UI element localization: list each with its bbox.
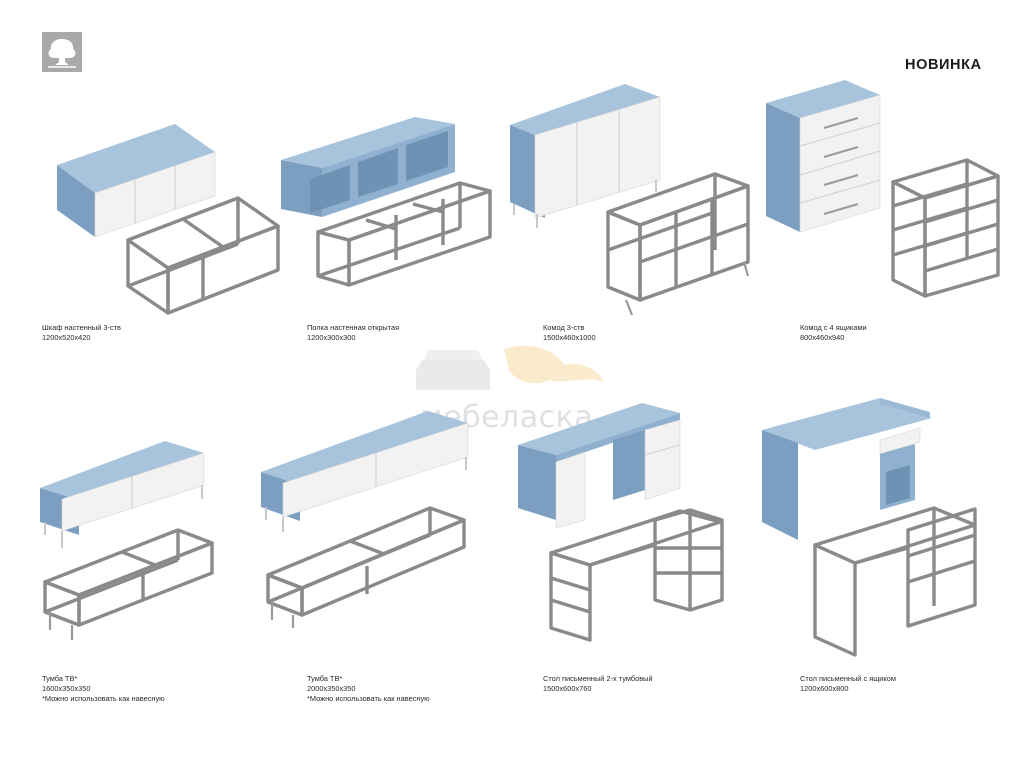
new-badge: НОВИНКА bbox=[905, 57, 982, 73]
tree-icon bbox=[48, 39, 76, 68]
brand-logo bbox=[42, 32, 82, 72]
product-caption: Комод 3-ств 1500х460х1000 bbox=[543, 323, 773, 343]
product-caption: Полка настенная открытая 1200х300х300 bbox=[307, 323, 537, 343]
watermark-logo bbox=[414, 330, 624, 440]
product-name: Тумба ТВ* bbox=[42, 674, 78, 683]
product-size: 1500х600х760 bbox=[543, 684, 592, 693]
product-name: Стол письменный 2-х тумбовый bbox=[543, 674, 653, 683]
item-chest-drawers-frame bbox=[891, 158, 1000, 298]
item-tv-stand-2000-frame bbox=[266, 506, 466, 628]
product-note: *Можно использовать как навесную bbox=[42, 694, 165, 703]
product-size: 1200х520х420 bbox=[42, 333, 91, 342]
product-size: 800х460х940 bbox=[800, 333, 845, 342]
item-open-shelf-frame bbox=[316, 181, 492, 287]
product-caption: Комод с 4 ящиками 800х460х940 bbox=[800, 323, 1024, 343]
item-desk-drawer-frame bbox=[813, 506, 977, 657]
item-open-shelf-render bbox=[281, 117, 455, 217]
item-tv-stand-1600-frame bbox=[43, 528, 214, 640]
product-caption: Шкаф настенный 3-ств 1200х520х420 bbox=[42, 323, 272, 343]
item-chest-3door-render bbox=[510, 84, 661, 228]
product-note: *Можно использовать как навесную bbox=[307, 694, 430, 703]
product-size: 1600х350х350 bbox=[42, 684, 91, 693]
product-name: Полка настенная открытая bbox=[307, 323, 400, 332]
product-name: Комод 3-ств bbox=[543, 323, 585, 332]
item-desk-2ped-render bbox=[518, 403, 681, 529]
product-caption: Стол письменный с ящиком 1200х600х800 bbox=[800, 674, 1024, 694]
item-chest-drawers-render bbox=[766, 80, 881, 233]
product-size: 1500х460х1000 bbox=[543, 333, 596, 342]
product-name: Стол письменный с ящиком bbox=[800, 674, 896, 683]
item-tv-stand-1600-render bbox=[40, 441, 205, 548]
item-tv-stand-2000-render bbox=[261, 411, 469, 532]
item-desk-drawer-render bbox=[762, 398, 932, 540]
product-size: 1200х300х300 bbox=[307, 333, 356, 342]
item-wall-cabinet-render bbox=[57, 124, 216, 238]
item-chest-3door-frame bbox=[606, 172, 750, 316]
product-caption: Тумба ТВ* 1600х350х350 *Можно использова… bbox=[42, 674, 272, 704]
product-name: Комод с 4 ящиками bbox=[800, 323, 867, 332]
product-name: Шкаф настенный 3-ств bbox=[42, 323, 121, 332]
product-size: 2000х350х350 bbox=[307, 684, 356, 693]
product-caption: Стол письменный 2-х тумбовый 1500х600х76… bbox=[543, 674, 773, 694]
product-name: Тумба ТВ* bbox=[307, 674, 343, 683]
item-wall-cabinet-frame bbox=[126, 196, 280, 315]
item-desk-2ped-frame bbox=[549, 508, 724, 642]
product-size: 1200х600х800 bbox=[800, 684, 849, 693]
product-caption: Тумба ТВ* 2000х350х350 *Можно использова… bbox=[307, 674, 537, 704]
